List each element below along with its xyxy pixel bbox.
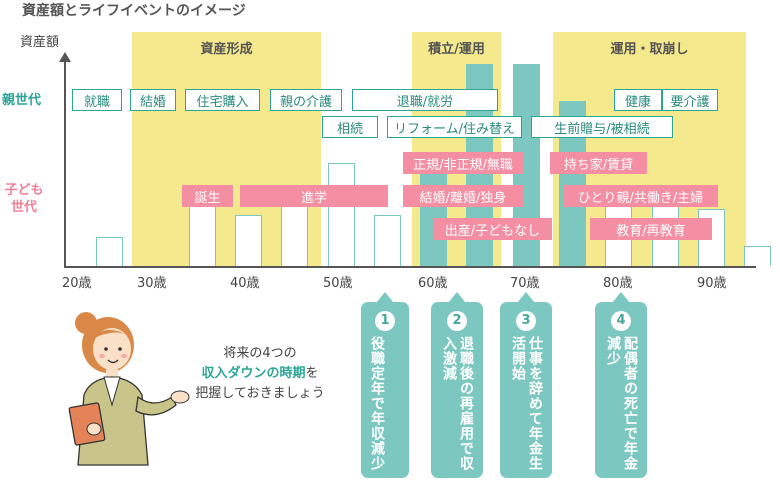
event-birth: 誕生	[182, 185, 233, 207]
note-line-3: 把握しておきましょう	[195, 386, 325, 401]
event-housing: 持ち家/賃貸	[550, 152, 647, 174]
note-line-1: 将来の4つの	[223, 346, 297, 361]
phase-label-drawdown: 運用・取崩し	[610, 42, 689, 57]
callout-1: 1 役職定年で年収減少	[361, 292, 409, 478]
callout-text: 配偶者の死亡で年金減少	[605, 336, 638, 471]
callout-text: 仕事を辞めて年金生活開始	[510, 336, 543, 471]
asset-bar	[234, 215, 262, 266]
event-employment: 就職	[72, 89, 122, 111]
x-tick-90: 90歳	[697, 276, 727, 291]
callout-pointer	[612, 292, 630, 303]
phase-label-accumulate: 積立/運用	[428, 42, 485, 57]
event-marital-status: 結婚/離婚/独身	[403, 185, 523, 207]
note-suffix: を	[305, 366, 319, 381]
callout-number: 2	[447, 311, 467, 331]
event-inheritance: 相続	[322, 116, 378, 138]
callout-number: 1	[375, 311, 395, 331]
x-tick-80: 80歳	[603, 276, 633, 291]
callout-2: 2 退職後の再雇用で収入激減	[431, 292, 483, 478]
callout-text: 退職後の再雇用で収入激減	[441, 336, 474, 471]
event-employment-type: 正規/非正規/無職	[403, 152, 523, 174]
x-tick-70: 70歳	[510, 276, 540, 291]
x-tick-20: 20歳	[62, 276, 92, 291]
callout-pointer	[517, 292, 535, 303]
event-reeducation: 教育/再教育	[590, 218, 712, 240]
event-health: 健康	[614, 89, 662, 111]
woman-illustration	[68, 312, 190, 466]
phase-label-asset-building: 資産形成	[200, 42, 253, 57]
callout-number: 3	[516, 311, 536, 331]
event-home-purchase: 住宅購入	[185, 89, 260, 111]
event-retirement: 退職/就労	[352, 89, 498, 111]
callout-text: 役職定年で年収減少	[369, 336, 385, 471]
child-generation-label: 子ども 世代	[4, 183, 44, 215]
asset-bar	[420, 156, 448, 266]
asset-bar	[188, 197, 216, 266]
x-tick-60: 60歳	[418, 276, 448, 291]
y-axis-label: 資産額	[20, 35, 60, 50]
event-nursing-care: 要介護	[662, 89, 718, 111]
event-marriage: 結婚	[130, 89, 176, 111]
event-reform-relocation: リフォーム/住み替え	[387, 116, 522, 138]
callout-pointer	[448, 292, 466, 303]
chart-title: 資産額とライフイベントのイメージ	[22, 3, 246, 19]
event-childbirth: 出産/子どもなし	[433, 218, 552, 240]
asset-bar	[327, 162, 355, 266]
callout-number: 4	[611, 311, 631, 331]
asset-bar	[281, 204, 309, 266]
asset-bar	[373, 215, 401, 266]
y-axis-line	[64, 60, 66, 267]
event-household-type: ひとり親/共働き/主婦	[563, 185, 718, 207]
x-tick-40: 40歳	[230, 276, 260, 291]
y-axis-arrow-icon	[59, 52, 71, 62]
x-tick-50: 50歳	[323, 276, 353, 291]
asset-bar	[96, 237, 123, 266]
x-axis-line	[64, 266, 756, 268]
parent-generation-label: 親世代	[2, 93, 42, 108]
x-tick-30: 30歳	[137, 276, 167, 291]
note-highlight: 収入ダウンの時期	[201, 366, 306, 381]
callout-pointer	[376, 292, 394, 303]
event-parent-care: 親の介護	[270, 89, 342, 111]
asset-bar	[744, 246, 772, 266]
note-line-2: 収入ダウンの時期を	[180, 364, 340, 384]
event-education: 進学	[240, 185, 388, 207]
event-gift-inheritance: 生前贈与/被相続	[531, 116, 673, 138]
callout-4: 4 配偶者の死亡で年金減少	[595, 292, 647, 478]
note-text: 将来の4つの 収入ダウンの時期を 把握しておきましょう	[180, 344, 340, 404]
callout-3: 3 仕事を辞めて年金生活開始	[500, 292, 552, 478]
